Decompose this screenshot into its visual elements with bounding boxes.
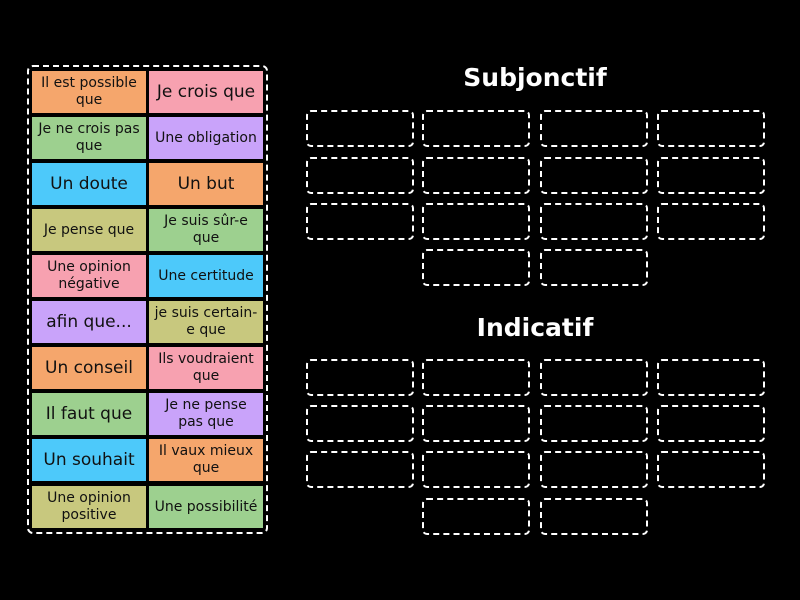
drop-slot[interactable] xyxy=(540,451,648,488)
drop-slot[interactable] xyxy=(540,157,648,194)
drop-slot[interactable] xyxy=(540,203,648,240)
drop-slot[interactable] xyxy=(306,157,414,194)
word-tile[interactable]: Il est possible que xyxy=(32,71,146,113)
drop-slot[interactable] xyxy=(422,405,530,442)
word-bank xyxy=(27,65,268,534)
word-tile[interactable]: Ils voudraient que xyxy=(149,347,263,389)
drop-slot[interactable] xyxy=(306,110,414,147)
drop-slot[interactable] xyxy=(306,359,414,396)
drop-slot[interactable] xyxy=(422,249,530,286)
word-tile[interactable]: Un but xyxy=(149,163,263,205)
word-tile[interactable]: Il faut que xyxy=(32,393,146,435)
drop-slot[interactable] xyxy=(657,405,765,442)
drop-slot[interactable] xyxy=(422,157,530,194)
word-tile[interactable]: Un souhait xyxy=(32,439,146,481)
drop-slot[interactable] xyxy=(422,359,530,396)
drop-slot[interactable] xyxy=(540,405,648,442)
drop-slot[interactable] xyxy=(306,451,414,488)
drop-slot[interactable] xyxy=(657,203,765,240)
word-tile[interactable]: Je crois que xyxy=(149,71,263,113)
drop-slot[interactable] xyxy=(306,405,414,442)
drop-slot[interactable] xyxy=(540,359,648,396)
word-tile[interactable]: Je ne pense pas que xyxy=(149,393,263,435)
drop-slot[interactable] xyxy=(422,203,530,240)
drop-slot[interactable] xyxy=(540,249,648,286)
drop-slot[interactable] xyxy=(306,203,414,240)
word-tile[interactable]: afin que... xyxy=(32,301,146,343)
word-tile[interactable]: Un doute xyxy=(32,163,146,205)
drop-slot[interactable] xyxy=(422,451,530,488)
word-tile[interactable]: Un conseil xyxy=(32,347,146,389)
word-tile[interactable]: Il vaux mieux que xyxy=(149,439,263,481)
drop-slot[interactable] xyxy=(657,157,765,194)
group-title-indicatif: Indicatif xyxy=(476,313,594,342)
word-tile[interactable]: je suis certain-e que xyxy=(149,301,263,343)
group-title-subjonctif: Subjonctif xyxy=(463,63,607,92)
word-tile[interactable]: Je suis sûr-e que xyxy=(149,209,263,251)
drop-slot[interactable] xyxy=(657,359,765,396)
drop-slot[interactable] xyxy=(657,451,765,488)
word-tile[interactable]: Une certitude xyxy=(149,255,263,297)
word-tile[interactable]: Une obligation xyxy=(149,117,263,159)
drop-slot[interactable] xyxy=(540,498,648,535)
drop-slot[interactable] xyxy=(422,498,530,535)
word-tile[interactable]: Une possibilité xyxy=(149,486,263,528)
drop-slot[interactable] xyxy=(540,110,648,147)
word-tile[interactable]: Je ne crois pas que xyxy=(32,117,146,159)
word-tile[interactable]: Une opinion négative xyxy=(32,255,146,297)
drop-slot[interactable] xyxy=(422,110,530,147)
word-tile[interactable]: Je pense que xyxy=(32,209,146,251)
word-tile[interactable]: Une opinion positive xyxy=(32,486,146,528)
drop-slot[interactable] xyxy=(657,110,765,147)
